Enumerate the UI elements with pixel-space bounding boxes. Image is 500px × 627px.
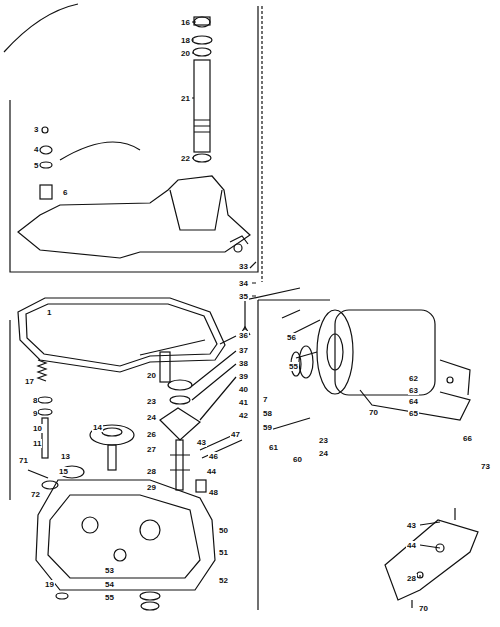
callout-number: 46 [208, 452, 219, 461]
callout-number: 66 [462, 434, 473, 443]
callout-number: 62 [408, 374, 419, 383]
callout-number: 73 [480, 462, 491, 471]
callout-number: 51 [218, 548, 229, 557]
callout-number: 5 [33, 161, 39, 170]
callout-number: 27 [146, 445, 157, 454]
callout-number: 48 [208, 488, 219, 497]
callout-number: 47 [230, 430, 241, 439]
callout-number: 20 [180, 49, 191, 58]
callout-number: 8 [32, 396, 38, 405]
callout-number: 23 [318, 436, 329, 445]
callout-number: 43 [196, 438, 207, 447]
callout-number: 58 [262, 409, 273, 418]
callout-number: 17 [24, 377, 35, 386]
callout-number: 50 [218, 526, 229, 535]
callout-number: 42 [238, 411, 249, 420]
callout-number: 28 [406, 574, 417, 583]
callout-number: 70 [418, 604, 429, 613]
callout-number: 72 [30, 490, 41, 499]
callout-number: 6 [62, 188, 68, 197]
callout-number: 63 [408, 386, 419, 395]
callout-number: 60 [292, 455, 303, 464]
callout-number: 70 [368, 408, 379, 417]
callout-number: 54 [104, 580, 115, 589]
callout-number: 14 [92, 423, 103, 432]
callout-number: 35 [238, 292, 249, 301]
callout-number: 24 [318, 449, 329, 458]
callout-number: 9 [32, 409, 38, 418]
callout-number: 20 [146, 371, 157, 380]
callout-number: 22 [180, 154, 191, 163]
callout-number: 7 [262, 395, 268, 404]
callout-number: 28 [146, 467, 157, 476]
callout-number: 53 [104, 566, 115, 575]
callout-number: 52 [218, 576, 229, 585]
callout-number: 4 [33, 145, 39, 154]
callout-number: 1 [46, 308, 52, 317]
callout-number: 16 [180, 18, 191, 27]
callout-number: 34 [238, 279, 249, 288]
callout-number: 37 [238, 346, 249, 355]
callout-number: 26 [146, 430, 157, 439]
callout-number: 65 [408, 409, 419, 418]
callout-number: 40 [238, 385, 249, 394]
callout-number: 19 [44, 580, 55, 589]
callout-number: 10 [32, 424, 43, 433]
callout-number: 21 [180, 94, 191, 103]
callout-number: 41 [238, 398, 249, 407]
callout-number: 43 [406, 521, 417, 530]
callout-number: 36 [238, 331, 249, 340]
callout-number: 13 [60, 452, 71, 461]
callout-number: 56 [286, 333, 297, 342]
callout-number: 18 [180, 36, 191, 45]
callout-number: 39 [238, 372, 249, 381]
callout-number: 24 [146, 413, 157, 422]
callout-number: 64 [408, 397, 419, 406]
callout-number: 55 [288, 362, 299, 371]
callout-number: 59 [262, 423, 273, 432]
callout-number: 61 [268, 443, 279, 452]
callout-number: 44 [406, 541, 417, 550]
callout-number: 44 [206, 467, 217, 476]
callout-number: 71 [18, 456, 29, 465]
callout-number: 55 [104, 593, 115, 602]
callout-number: 29 [146, 483, 157, 492]
callout-number: 38 [238, 359, 249, 368]
callout-number: 3 [33, 125, 39, 134]
callout-number: 15 [58, 467, 69, 476]
callout-number: 23 [146, 397, 157, 406]
callout-number: 33 [238, 262, 249, 271]
callout-number: 11 [32, 439, 42, 448]
